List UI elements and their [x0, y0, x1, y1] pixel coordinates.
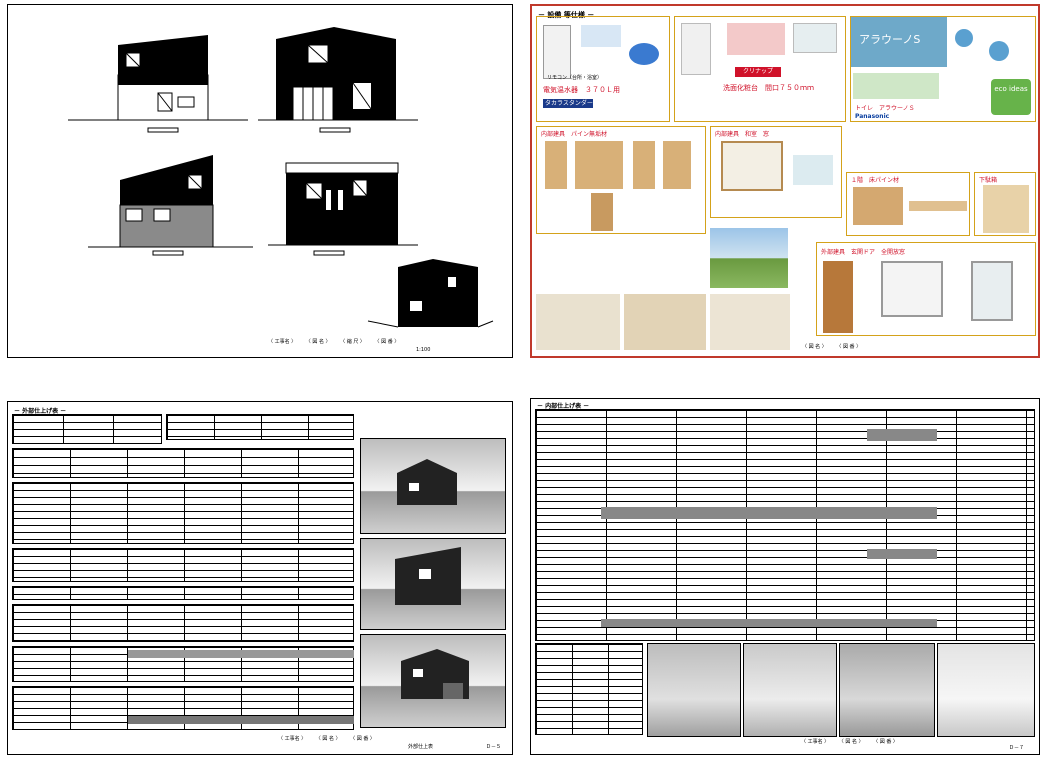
perspective-drawing [367, 259, 494, 328]
sheet-number: Ｄ－５ [486, 744, 502, 750]
full-open-window [881, 261, 943, 317]
sheet-equipment-specs: － 設備 等仕様 － リモコン（台所・浴室） 電気温水器 ３７０Ｌ用 タカラスタ… [530, 4, 1040, 358]
title-block: 〈 工事名 〉 〈 図 名 〉 〈 図 番 〉 [801, 739, 898, 745]
elevation-east [88, 155, 253, 256]
title-block: 〈 図 名 〉 〈 図 番 〉 [802, 344, 862, 350]
vanity-image [681, 23, 711, 75]
sink-image [727, 23, 785, 55]
mirror-image [793, 23, 837, 53]
entrance-door [823, 261, 853, 333]
overview-table [12, 448, 354, 478]
area-table [166, 414, 354, 440]
interior-render-3 [710, 294, 790, 350]
room-render-4 [937, 643, 1035, 737]
panel-toilet: アラウーノS トイレ アラウーノＳ Panasonic eco ideas [850, 16, 1036, 122]
interior-render-2 [624, 294, 706, 350]
eco-ideas-badge: eco ideas [991, 79, 1031, 115]
panel-vanity: クリナップ 洗面化粧台 間口７５０ｍｍ [674, 16, 846, 122]
panel-floor: １階 床パイン材 [846, 172, 970, 236]
render-view-3 [360, 634, 506, 728]
sheet-elevations: 〈 工事名 〉 〈 図 名 〉 〈 縮 尺 〉 〈 図 番 〉 1:100 [7, 4, 513, 358]
render-view-1 [360, 438, 506, 534]
finish-table-roof [12, 482, 354, 544]
room-render-3 [839, 643, 935, 737]
room-render-2 [743, 643, 837, 737]
promo-badge [629, 43, 659, 65]
panel-water-heater: リモコン（台所・浴室） 電気温水器 ３７０Ｌ用 タカラスタンダード [536, 16, 670, 122]
vanity-label: 洗面化粧台 間口７５０ｍｍ [723, 84, 814, 92]
equipment-list-table [535, 643, 643, 735]
title-block: 〈 工事名 〉 〈 図 名 〉 〈 縮 尺 〉 〈 図 番 〉 [268, 339, 400, 345]
sheet-name: 外部仕上表 [408, 744, 434, 750]
elevation-south [68, 35, 248, 133]
brand-cleanup: クリナップ [735, 67, 781, 77]
panel-shoji: 内部建具 和室 窓 [710, 126, 842, 218]
finish-table-walls [12, 548, 354, 582]
panel-storage: 下駄箱 [974, 172, 1036, 236]
elevation-west [268, 162, 418, 256]
section-title: － 内部仕上げ表 － [537, 403, 590, 410]
panel-interior-pine: 内部建具 パイン無垢材 [536, 126, 706, 234]
render-view-2 [360, 538, 506, 630]
house-render [710, 228, 788, 288]
title-block: 〈 工事名 〉 〈 図 名 〉 〈 図 番 〉 [278, 736, 375, 742]
finish-table-eaves [12, 586, 354, 600]
interior-render-1 [536, 294, 620, 350]
room-render-1 [647, 643, 741, 737]
interior-finish-table [535, 409, 1035, 641]
elevation-north [258, 27, 418, 133]
finish-table-openings [12, 604, 354, 642]
water-heater-image [543, 25, 571, 79]
sheet-number: Ｄ－７ [1009, 745, 1025, 751]
scale-label: 1:100 [416, 347, 431, 353]
eco-info [853, 73, 939, 99]
remote-image [581, 25, 621, 47]
sheet-interior-finish: － 内部仕上げ表 － 〈 工事名 〉 〈 図 名 〉 〈 図 番 〉 Ｄ－７ [530, 398, 1040, 755]
section-title: － 外部仕上げ表 － [14, 408, 67, 415]
elevation-drawings [68, 27, 494, 328]
toilet-banner: アラウーノS [851, 17, 947, 67]
sheet-exterior-finish: － 外部仕上げ表 － 〈 工事名 〉 〈 図 名 〉 〈 図 番 〉 外部仕上表… [7, 401, 513, 755]
toilet-label: トイレ アラウーノＳ [855, 105, 915, 112]
brand-panasonic: Panasonic [855, 113, 890, 120]
project-info-table [12, 414, 162, 444]
brand-takara: タカラスタンダード [543, 99, 593, 116]
panel-exterior: 外部建具 玄関ドア 全開放窓 [816, 242, 1036, 336]
section-title: － 設備 等仕様 － [538, 11, 595, 19]
water-heater-label: 電気温水器 ３７０Ｌ用 [543, 86, 620, 94]
